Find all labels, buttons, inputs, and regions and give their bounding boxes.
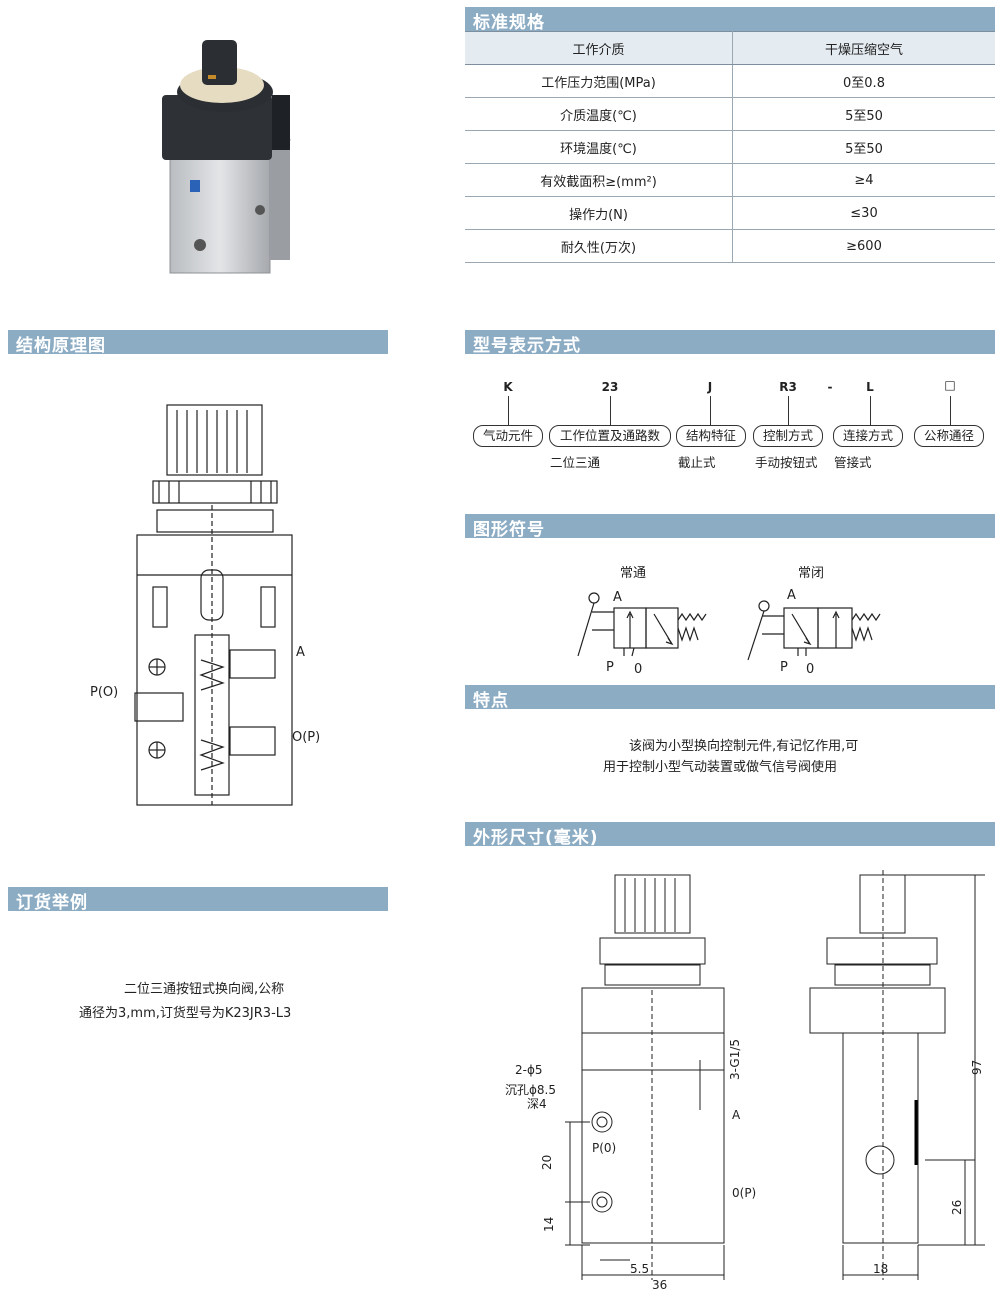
dim-36: 36 bbox=[652, 1278, 668, 1292]
model-section-title: 型号表示方式 bbox=[473, 336, 581, 356]
spec-row: 工作压力范围(MPa)0至0.8 bbox=[465, 64, 995, 98]
symbol-port-p-closed: P bbox=[780, 660, 788, 675]
model-sub: 手动按钮式 bbox=[755, 455, 818, 470]
symbol-port-a-closed: A bbox=[787, 588, 796, 603]
spec-row: 有效截面积≥(mm²)≥4 bbox=[465, 163, 995, 197]
spec-section-title: 标准规格 bbox=[473, 13, 545, 33]
model-leader bbox=[870, 396, 871, 425]
features-line-1: 该阀为小型换向控制元件,有记忆作用,可 bbox=[629, 739, 859, 754]
model-sub: 二位三通 bbox=[550, 455, 601, 470]
model-code: K bbox=[503, 380, 513, 394]
structure-section-title: 结构原理图 bbox=[16, 336, 106, 356]
spec-header-row: 工作介质 干燥压缩空气 bbox=[465, 31, 995, 65]
dim-holes-1: 2-ϕ5 bbox=[515, 1063, 543, 1077]
spec-table: 工作介质 干燥压缩空气 工作压力范围(MPa)0至0.8 介质温度(℃)5至50… bbox=[465, 31, 995, 263]
symbol-port-0-closed: 0 bbox=[806, 662, 815, 677]
model-label: 控制方式 bbox=[753, 425, 823, 447]
spec-header-cell: 干燥压缩空气 bbox=[732, 31, 995, 65]
model-label: 公称通径 bbox=[914, 425, 984, 447]
spec-row: 操作力(N)≤30 bbox=[465, 196, 995, 230]
order-line-1: 二位三通按钮式换向阀,公称 bbox=[124, 982, 285, 997]
model-label: 连接方式 bbox=[833, 425, 903, 447]
dim-thread: 3-G1/5 bbox=[728, 1038, 742, 1080]
structure-label-o: O(P) bbox=[292, 730, 321, 745]
model-code: R3 bbox=[779, 380, 797, 394]
dim-holes-3: 深4 bbox=[527, 1097, 547, 1111]
symbol-port-0: 0 bbox=[634, 662, 643, 677]
spec-cell: ≤30 bbox=[732, 196, 995, 230]
model-code: J bbox=[707, 380, 713, 394]
model-leader bbox=[710, 396, 711, 425]
spec-row: 耐久性(万次)≥600 bbox=[465, 229, 995, 263]
model-code: - bbox=[827, 380, 833, 394]
dimensions-section-title: 外形尺寸(毫米) bbox=[473, 828, 599, 848]
features-section-bar: 特点 bbox=[465, 685, 995, 711]
spec-cell: 操作力(N) bbox=[465, 196, 733, 230]
order-section-title: 订货举例 bbox=[16, 893, 88, 913]
spec-cell: 介质温度(℃) bbox=[465, 97, 733, 131]
spec-row: 介质温度(℃)5至50 bbox=[465, 97, 995, 131]
model-leader bbox=[610, 396, 611, 425]
dim-port-a: A bbox=[732, 1108, 741, 1122]
structure-section-bar: 结构原理图 bbox=[8, 330, 388, 356]
spec-cell: 5至50 bbox=[732, 97, 995, 131]
model-code: L bbox=[866, 380, 874, 394]
symbol-normally-open bbox=[577, 592, 707, 657]
symbol-title-normally-open: 常通 bbox=[620, 566, 647, 581]
features-section-title: 特点 bbox=[473, 691, 509, 711]
spec-cell: 工作压力范围(MPa) bbox=[465, 64, 733, 98]
structure-diagram bbox=[134, 404, 293, 806]
dim-26: 26 bbox=[950, 1199, 964, 1215]
spec-cell: 5至50 bbox=[732, 130, 995, 164]
model-section-bar: 型号表示方式 bbox=[465, 330, 995, 356]
structure-label-a: A bbox=[296, 645, 305, 660]
model-sub: 管接式 bbox=[834, 455, 872, 470]
model-sub: 截止式 bbox=[678, 455, 716, 470]
dim-5-5: 5.5 bbox=[630, 1262, 650, 1276]
model-code: 23 bbox=[601, 380, 619, 394]
dimension-side-view bbox=[809, 870, 985, 1280]
dim-97: 97 bbox=[970, 1059, 984, 1075]
dimension-front-view bbox=[565, 874, 725, 1280]
symbol-title-normally-closed: 常闭 bbox=[798, 566, 825, 581]
dimensions-section-bar: 外形尺寸(毫米) bbox=[465, 822, 995, 848]
order-line-2: 通径为3,mm,订货型号为K23JR3-L3 bbox=[79, 1006, 292, 1021]
model-leader bbox=[950, 396, 951, 425]
dim-20: 20 bbox=[540, 1154, 554, 1170]
dim-holes-2: 沉孔ϕ8.5 bbox=[505, 1083, 557, 1097]
spec-cell: ≥600 bbox=[732, 229, 995, 263]
dim-port-o: 0(P) bbox=[732, 1186, 757, 1200]
spec-cell: 有效截面积≥(mm²) bbox=[465, 163, 733, 197]
spec-cell: ≥4 bbox=[732, 163, 995, 197]
model-leader bbox=[788, 396, 789, 425]
product-photo bbox=[162, 40, 292, 274]
symbol-port-p: P bbox=[606, 660, 614, 675]
spec-cell: 环境温度(℃) bbox=[465, 130, 733, 164]
symbol-section-bar: 图形符号 bbox=[465, 514, 995, 540]
model-label: 气动元件 bbox=[473, 425, 543, 447]
symbol-port-a: A bbox=[613, 590, 622, 605]
dim-port-p: P(0) bbox=[592, 1141, 617, 1155]
structure-label-p: P(O) bbox=[90, 685, 119, 700]
symbol-normally-closed bbox=[747, 600, 881, 661]
model-label: 工作位置及通路数 bbox=[549, 425, 671, 447]
model-leader bbox=[508, 396, 509, 425]
spec-row: 环境温度(℃)5至50 bbox=[465, 130, 995, 164]
model-label: 结构特征 bbox=[676, 425, 746, 447]
dim-14: 14 bbox=[542, 1216, 556, 1232]
model-code: □ bbox=[944, 378, 956, 392]
spec-cell: 0至0.8 bbox=[732, 64, 995, 98]
spec-header-cell: 工作介质 bbox=[465, 31, 733, 65]
symbol-section-title: 图形符号 bbox=[473, 520, 545, 540]
order-section-bar: 订货举例 bbox=[8, 887, 388, 913]
spec-cell: 耐久性(万次) bbox=[465, 229, 733, 263]
features-line-2: 用于控制小型气动装置或做气信号阀使用 bbox=[603, 760, 838, 775]
spec-section-bar: 标准规格 bbox=[465, 7, 995, 33]
dim-18: 18 bbox=[873, 1262, 889, 1276]
